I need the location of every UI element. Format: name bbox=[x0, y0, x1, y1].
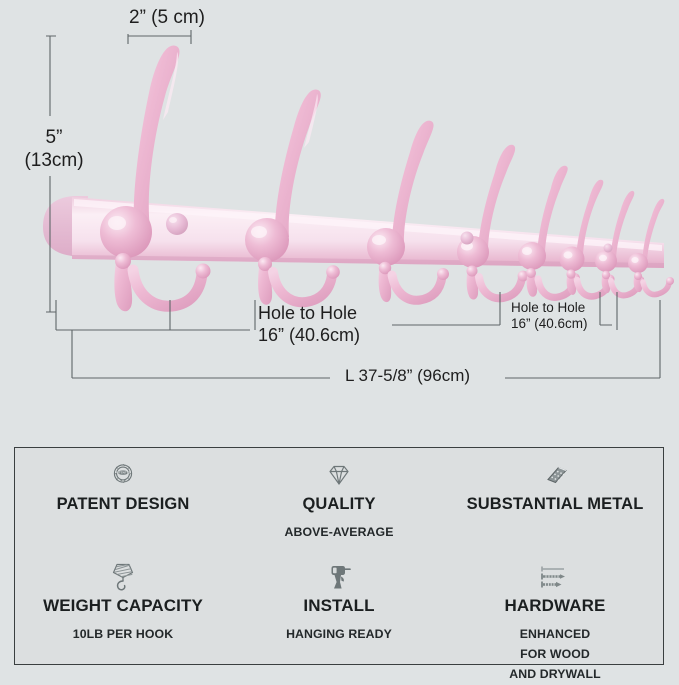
diamond-icon bbox=[325, 458, 353, 492]
feature-title: WEIGHT CAPACITY bbox=[43, 595, 203, 615]
feature-weight-capacity: WEIGHT CAPACITY 10LB PER HOOK bbox=[15, 543, 231, 685]
feature-hardware: HARDWARE ENHANCED FOR WOOD AND DRYWALL bbox=[447, 543, 663, 685]
dimension-label-hook-depth: 2” (5 cm) bbox=[129, 7, 205, 28]
feature-substantial-metal: SUBSTANTIAL METAL bbox=[447, 448, 663, 543]
dimension-label-total-length: L 37-5/8” (96cm) bbox=[345, 366, 471, 385]
feature-subtitle: 10LB PER HOOK bbox=[72, 626, 174, 641]
features-panel: PATENTED PATENT DESIGN bbox=[14, 447, 664, 681]
hook-assembly bbox=[100, 45, 211, 312]
screws-icon bbox=[538, 559, 572, 593]
feature-title: HARDWARE bbox=[504, 595, 606, 615]
feature-install: INSTALL HANGING READY bbox=[231, 543, 447, 685]
dimension-label-hole-to-hole-right: Hole to Hole 16” (40.6cm) bbox=[511, 300, 588, 332]
feature-title: PATENT DESIGN bbox=[56, 495, 190, 513]
mounting-screw-knob bbox=[460, 231, 474, 245]
features-grid: PATENTED PATENT DESIGN bbox=[15, 448, 663, 681]
feature-quality: QUALITY ABOVE-AVERAGE bbox=[231, 448, 447, 543]
feature-title: SUBSTANTIAL METAL bbox=[466, 495, 644, 513]
feature-subtitle: ENHANCED FOR WOOD AND DRYWALL bbox=[509, 626, 601, 681]
hook-assembly bbox=[245, 89, 340, 308]
hook-assembly bbox=[628, 198, 674, 298]
product-image-area: 2” (5 cm) 5” (13cm) Hole to Hole 16” (40… bbox=[24, 7, 674, 385]
crane-hook-icon bbox=[108, 559, 138, 593]
hook-assembly bbox=[457, 144, 529, 303]
dimension-lines bbox=[46, 30, 661, 379]
metal-plate-icon bbox=[540, 458, 570, 492]
power-drill-icon bbox=[324, 559, 354, 593]
feature-subtitle: ABOVE-AVERAGE bbox=[284, 525, 394, 539]
dimension-label-height: 5” (13cm) bbox=[24, 127, 84, 172]
mounting-screw-knob bbox=[603, 243, 613, 253]
mounting-screw-knob bbox=[166, 213, 188, 235]
hook-assembly bbox=[518, 165, 580, 301]
hook-rack-illustration bbox=[42, 30, 674, 379]
patent-seal-icon: PATENTED bbox=[108, 458, 138, 492]
feature-title: QUALITY bbox=[302, 495, 376, 513]
feature-title: INSTALL bbox=[303, 595, 375, 615]
svg-text:PATENTED: PATENTED bbox=[115, 471, 132, 475]
feature-subtitle: HANGING READY bbox=[286, 626, 392, 641]
dimension-label-hole-to-hole-left: Hole to Hole 16” (40.6cm) bbox=[258, 303, 361, 345]
feature-patent-design: PATENTED PATENT DESIGN bbox=[15, 448, 231, 543]
hook-assembly bbox=[367, 120, 449, 305]
